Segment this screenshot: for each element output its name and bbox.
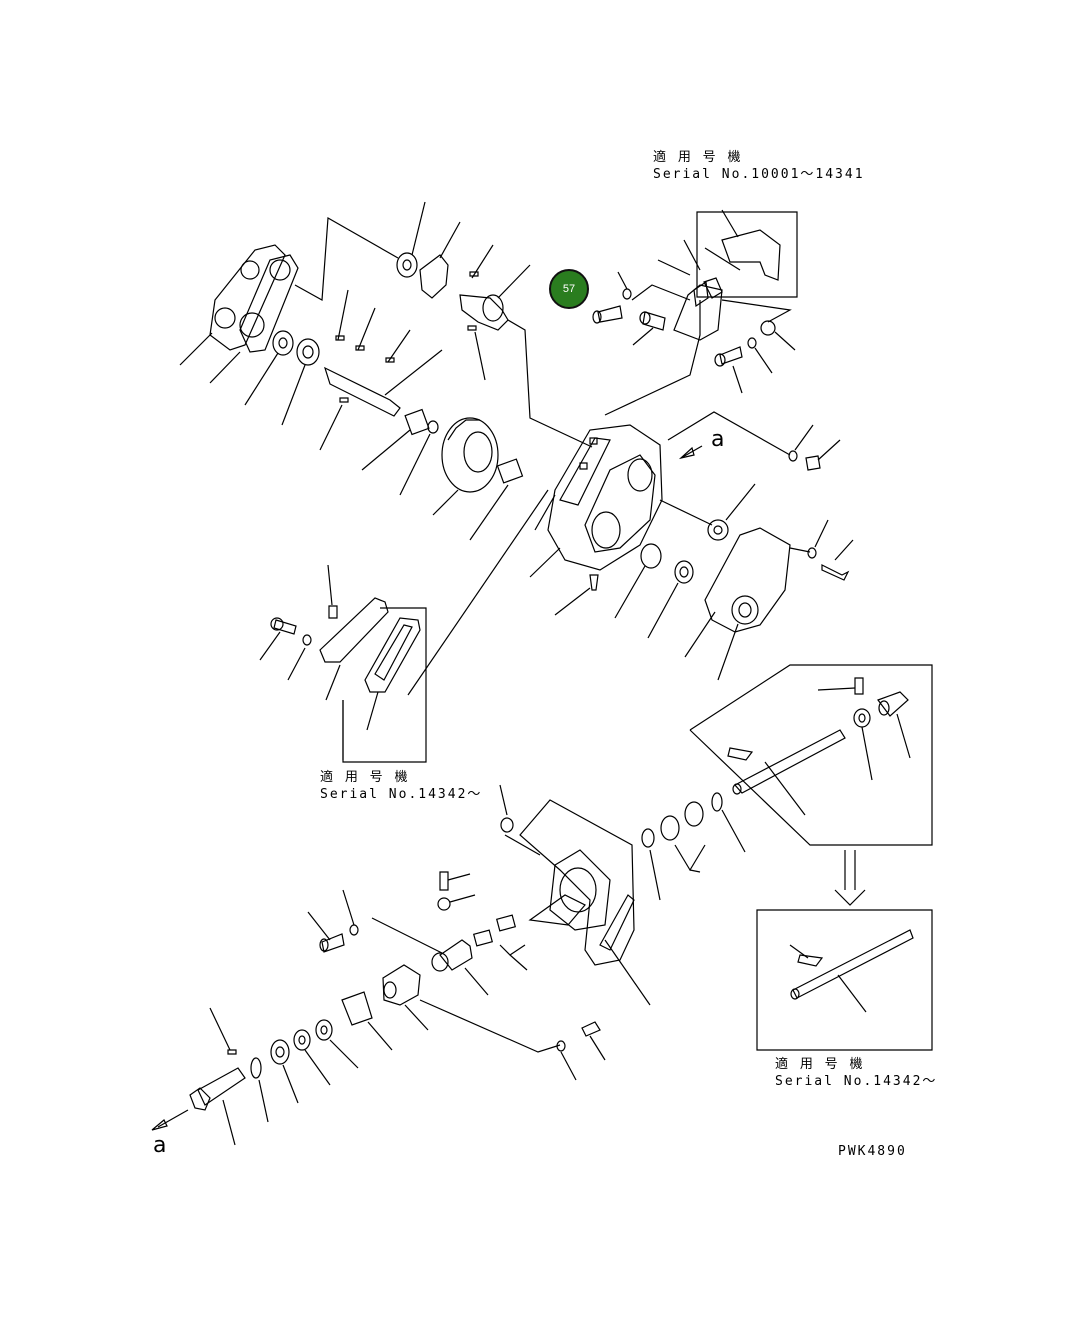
- gear-case: [530, 300, 790, 615]
- drawing-code: PWK4890: [838, 1144, 907, 1159]
- bevel-gear-and-shaft: [397, 202, 592, 447]
- note-lower-right-line1: 適 用 号 機: [775, 1057, 865, 1072]
- note-middle-left-line1: 適 用 号 機: [320, 770, 410, 785]
- lower-shroud: [500, 785, 745, 1005]
- arrow-label-upper: a: [711, 427, 725, 452]
- right-shaft-box-lower: [757, 910, 932, 1050]
- right-shaft-box-upper: [690, 665, 932, 905]
- lower-bushings-and-flanges: [308, 872, 560, 1052]
- bearings-and-pins-upper: [245, 290, 442, 495]
- note-lower-right: 適 用 号 機 Serial No.14342～: [775, 1056, 937, 1090]
- note-upper-right-line2: Serial No.10001～14341: [653, 167, 865, 182]
- note-lower-right-line2: Serial No.14342～: [775, 1074, 938, 1089]
- part-callout-label: 57: [562, 283, 576, 295]
- right-cover: [615, 484, 853, 680]
- upper-right-bracket: [593, 210, 840, 470]
- note-middle-left-line2: Serial No.14342～: [320, 787, 483, 802]
- note-upper-right: 適 用 号 機 Serial No.10001～14341: [653, 149, 865, 183]
- part-callout-button[interactable]: 57: [549, 269, 589, 309]
- lower-bearings-and-shaft: [152, 1008, 605, 1145]
- arrow-label-lower: a: [153, 1133, 167, 1158]
- note-upper-right-line1: 適 用 号 機: [653, 150, 743, 165]
- large-gear-and-bushing: [433, 418, 522, 540]
- middle-left-cover: [260, 490, 555, 762]
- note-middle-left: 適 用 号 機 Serial No.14342～: [320, 769, 482, 803]
- upper-cover-plates: [180, 218, 398, 383]
